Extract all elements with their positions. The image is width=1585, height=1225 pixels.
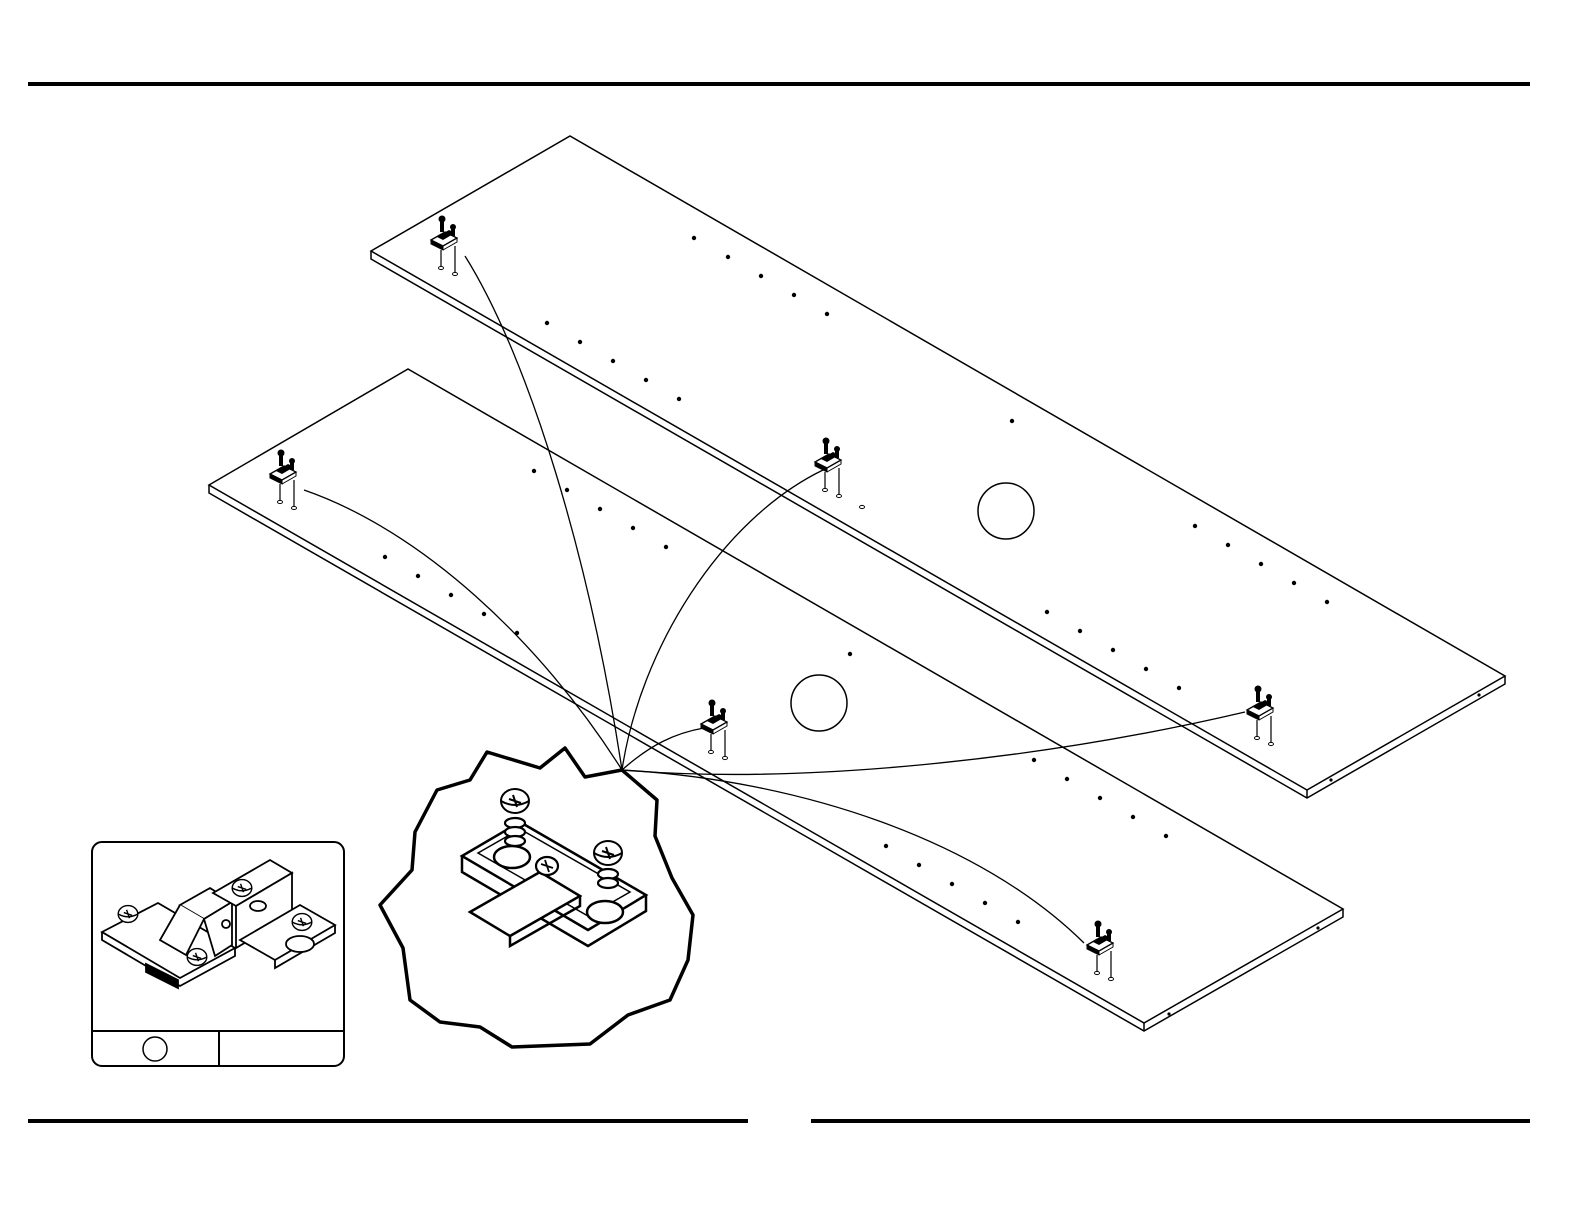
detail-callout — [380, 748, 693, 1047]
part-id-circle — [143, 1037, 167, 1061]
parts-box — [92, 842, 344, 1066]
